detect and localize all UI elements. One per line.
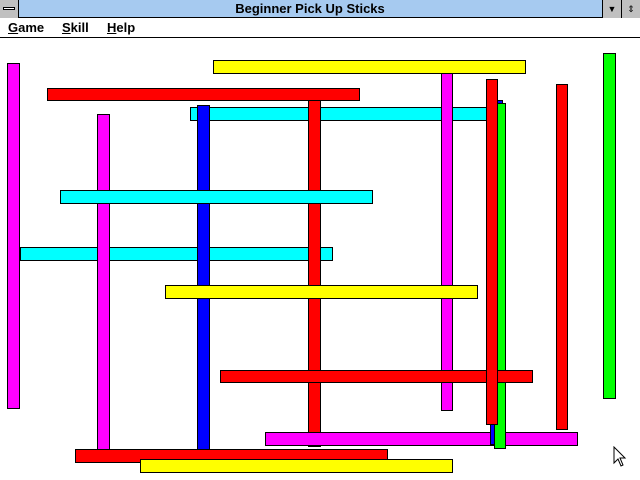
down-arrow-icon: ▼ — [607, 4, 617, 14]
mouse-pointer-icon — [613, 446, 627, 467]
yellow-stick[interactable] — [140, 459, 453, 473]
yellow-stick[interactable] — [213, 60, 526, 74]
minimize-button[interactable]: ▼ — [602, 0, 621, 18]
red-stick[interactable] — [556, 84, 568, 430]
red-stick[interactable] — [308, 100, 321, 447]
cyan-stick[interactable] — [60, 190, 373, 204]
window-title: Beginner Pick Up Sticks — [235, 1, 385, 16]
restore-button[interactable]: ⇕ — [621, 0, 640, 18]
menu-skill[interactable]: Skill — [62, 20, 89, 35]
green-stick[interactable] — [603, 53, 616, 399]
magenta-stick[interactable] — [441, 73, 453, 411]
magenta-stick[interactable] — [7, 63, 20, 409]
red-stick[interactable] — [486, 79, 498, 425]
title-bar: Beginner Pick Up Sticks ▼ ⇕ — [0, 0, 640, 18]
magenta-stick[interactable] — [97, 114, 110, 451]
cyan-stick[interactable] — [20, 247, 333, 261]
red-stick[interactable] — [220, 370, 533, 383]
menu-bar: Game Skill Help — [0, 18, 640, 38]
cyan-stick[interactable] — [190, 107, 501, 121]
system-menu-button[interactable] — [0, 0, 19, 18]
red-stick[interactable] — [47, 88, 360, 101]
menu-game[interactable]: Game — [8, 20, 45, 35]
menu-help[interactable]: Help — [107, 20, 136, 35]
yellow-stick[interactable] — [165, 285, 478, 299]
game-board — [0, 38, 640, 480]
up-down-arrow-icon: ⇕ — [627, 4, 635, 14]
blue-stick[interactable] — [197, 105, 210, 451]
magenta-stick[interactable] — [265, 432, 578, 446]
system-menu-icon — [3, 7, 15, 10]
